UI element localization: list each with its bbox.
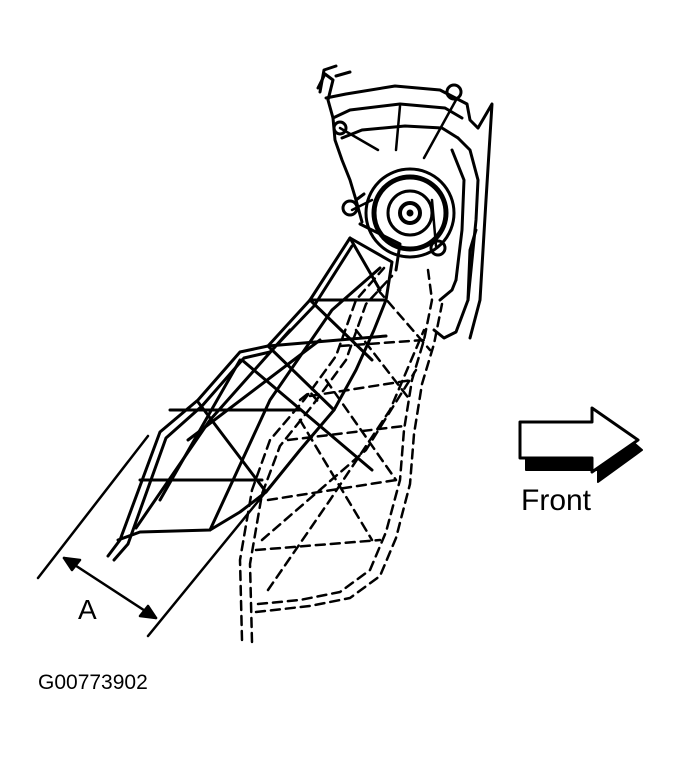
pulley-icon	[364, 167, 456, 259]
dimension-a-label: A	[78, 594, 97, 625]
seat-back-frame-solid	[106, 222, 402, 562]
mounting-holes	[332, 83, 463, 257]
dimension-a-marker	[36, 434, 302, 638]
front-label: Front	[521, 484, 592, 517]
front-arrow-icon	[518, 406, 643, 483]
figure-reference-code: G00773902	[38, 671, 148, 694]
seat-back-frame-dashed	[238, 266, 444, 644]
mounting-bracket	[316, 64, 494, 340]
bracket-spokes	[338, 98, 458, 248]
